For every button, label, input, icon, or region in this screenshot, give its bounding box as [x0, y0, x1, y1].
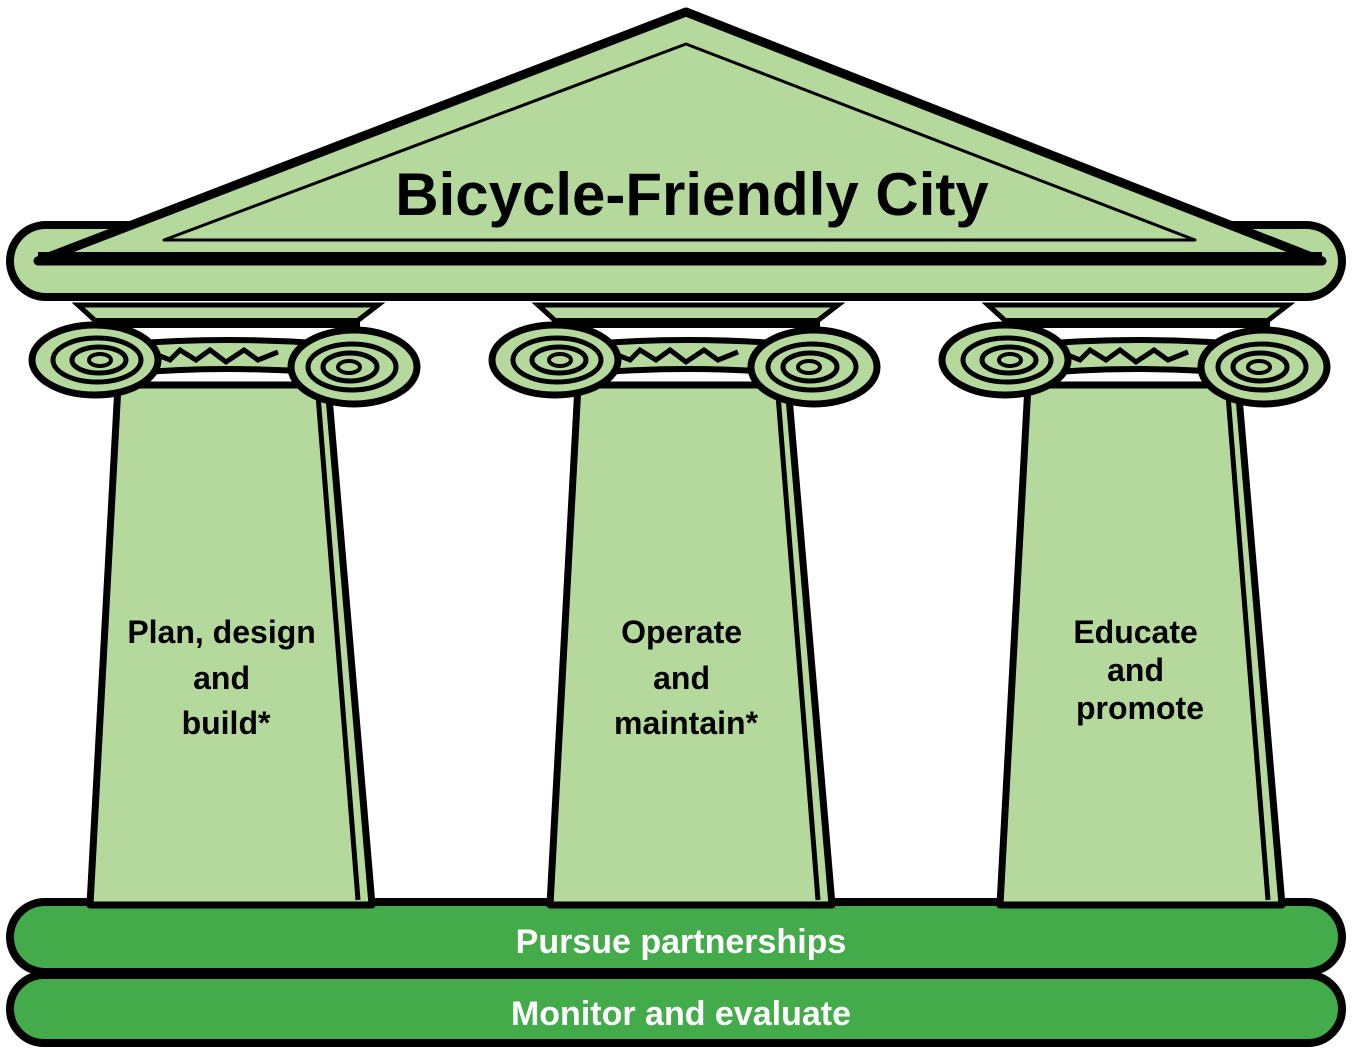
- volute-right-icon: [1197, 326, 1331, 408]
- pillar-label-line: Plan, design: [127, 614, 315, 650]
- pillar-label-line: and: [1107, 652, 1164, 688]
- pillar-educate-promote: Educate and promote: [938, 302, 1331, 909]
- pediment-base-line: [38, 252, 1322, 265]
- pillar-label-line: promote: [1076, 690, 1204, 726]
- pillar-operate-maintain: Operate and maintain*: [488, 302, 881, 909]
- foundation-bottom: Monitor and evaluate: [6, 971, 1346, 1047]
- pillar-label-line: and: [193, 660, 250, 696]
- pillar-label-line: Operate: [621, 614, 742, 650]
- volute-right-icon: [747, 326, 881, 408]
- pillar-label-line: build*: [182, 705, 271, 741]
- pillar-plan-design-build: Plan, design and build*: [28, 302, 421, 909]
- diagram-title: Bicycle-Friendly City: [395, 161, 989, 228]
- pillar-label-line: maintain*: [614, 705, 759, 741]
- pillar-label: Plan, design and build*: [127, 614, 324, 741]
- volute-left-icon: [938, 321, 1072, 399]
- volute-left-icon: [488, 321, 622, 399]
- foundation-label-monitor: Monitor and evaluate: [511, 995, 851, 1033]
- foundation-label-partnerships: Pursue partnerships: [516, 923, 847, 961]
- volute-right-icon: [287, 326, 421, 408]
- foundation-top: Pursue partnerships: [6, 898, 1346, 976]
- volute-left-icon: [28, 321, 162, 399]
- pediment-inner: [162, 42, 1197, 242]
- roof: Bicycle-Friendly City: [6, 7, 1346, 301]
- pillar-label-line: and: [653, 660, 710, 696]
- pillar-label: Operate and maintain*: [614, 614, 759, 741]
- pillar-label-line: Educate: [1073, 614, 1197, 650]
- pillar-label: Educate and promote: [1073, 614, 1206, 726]
